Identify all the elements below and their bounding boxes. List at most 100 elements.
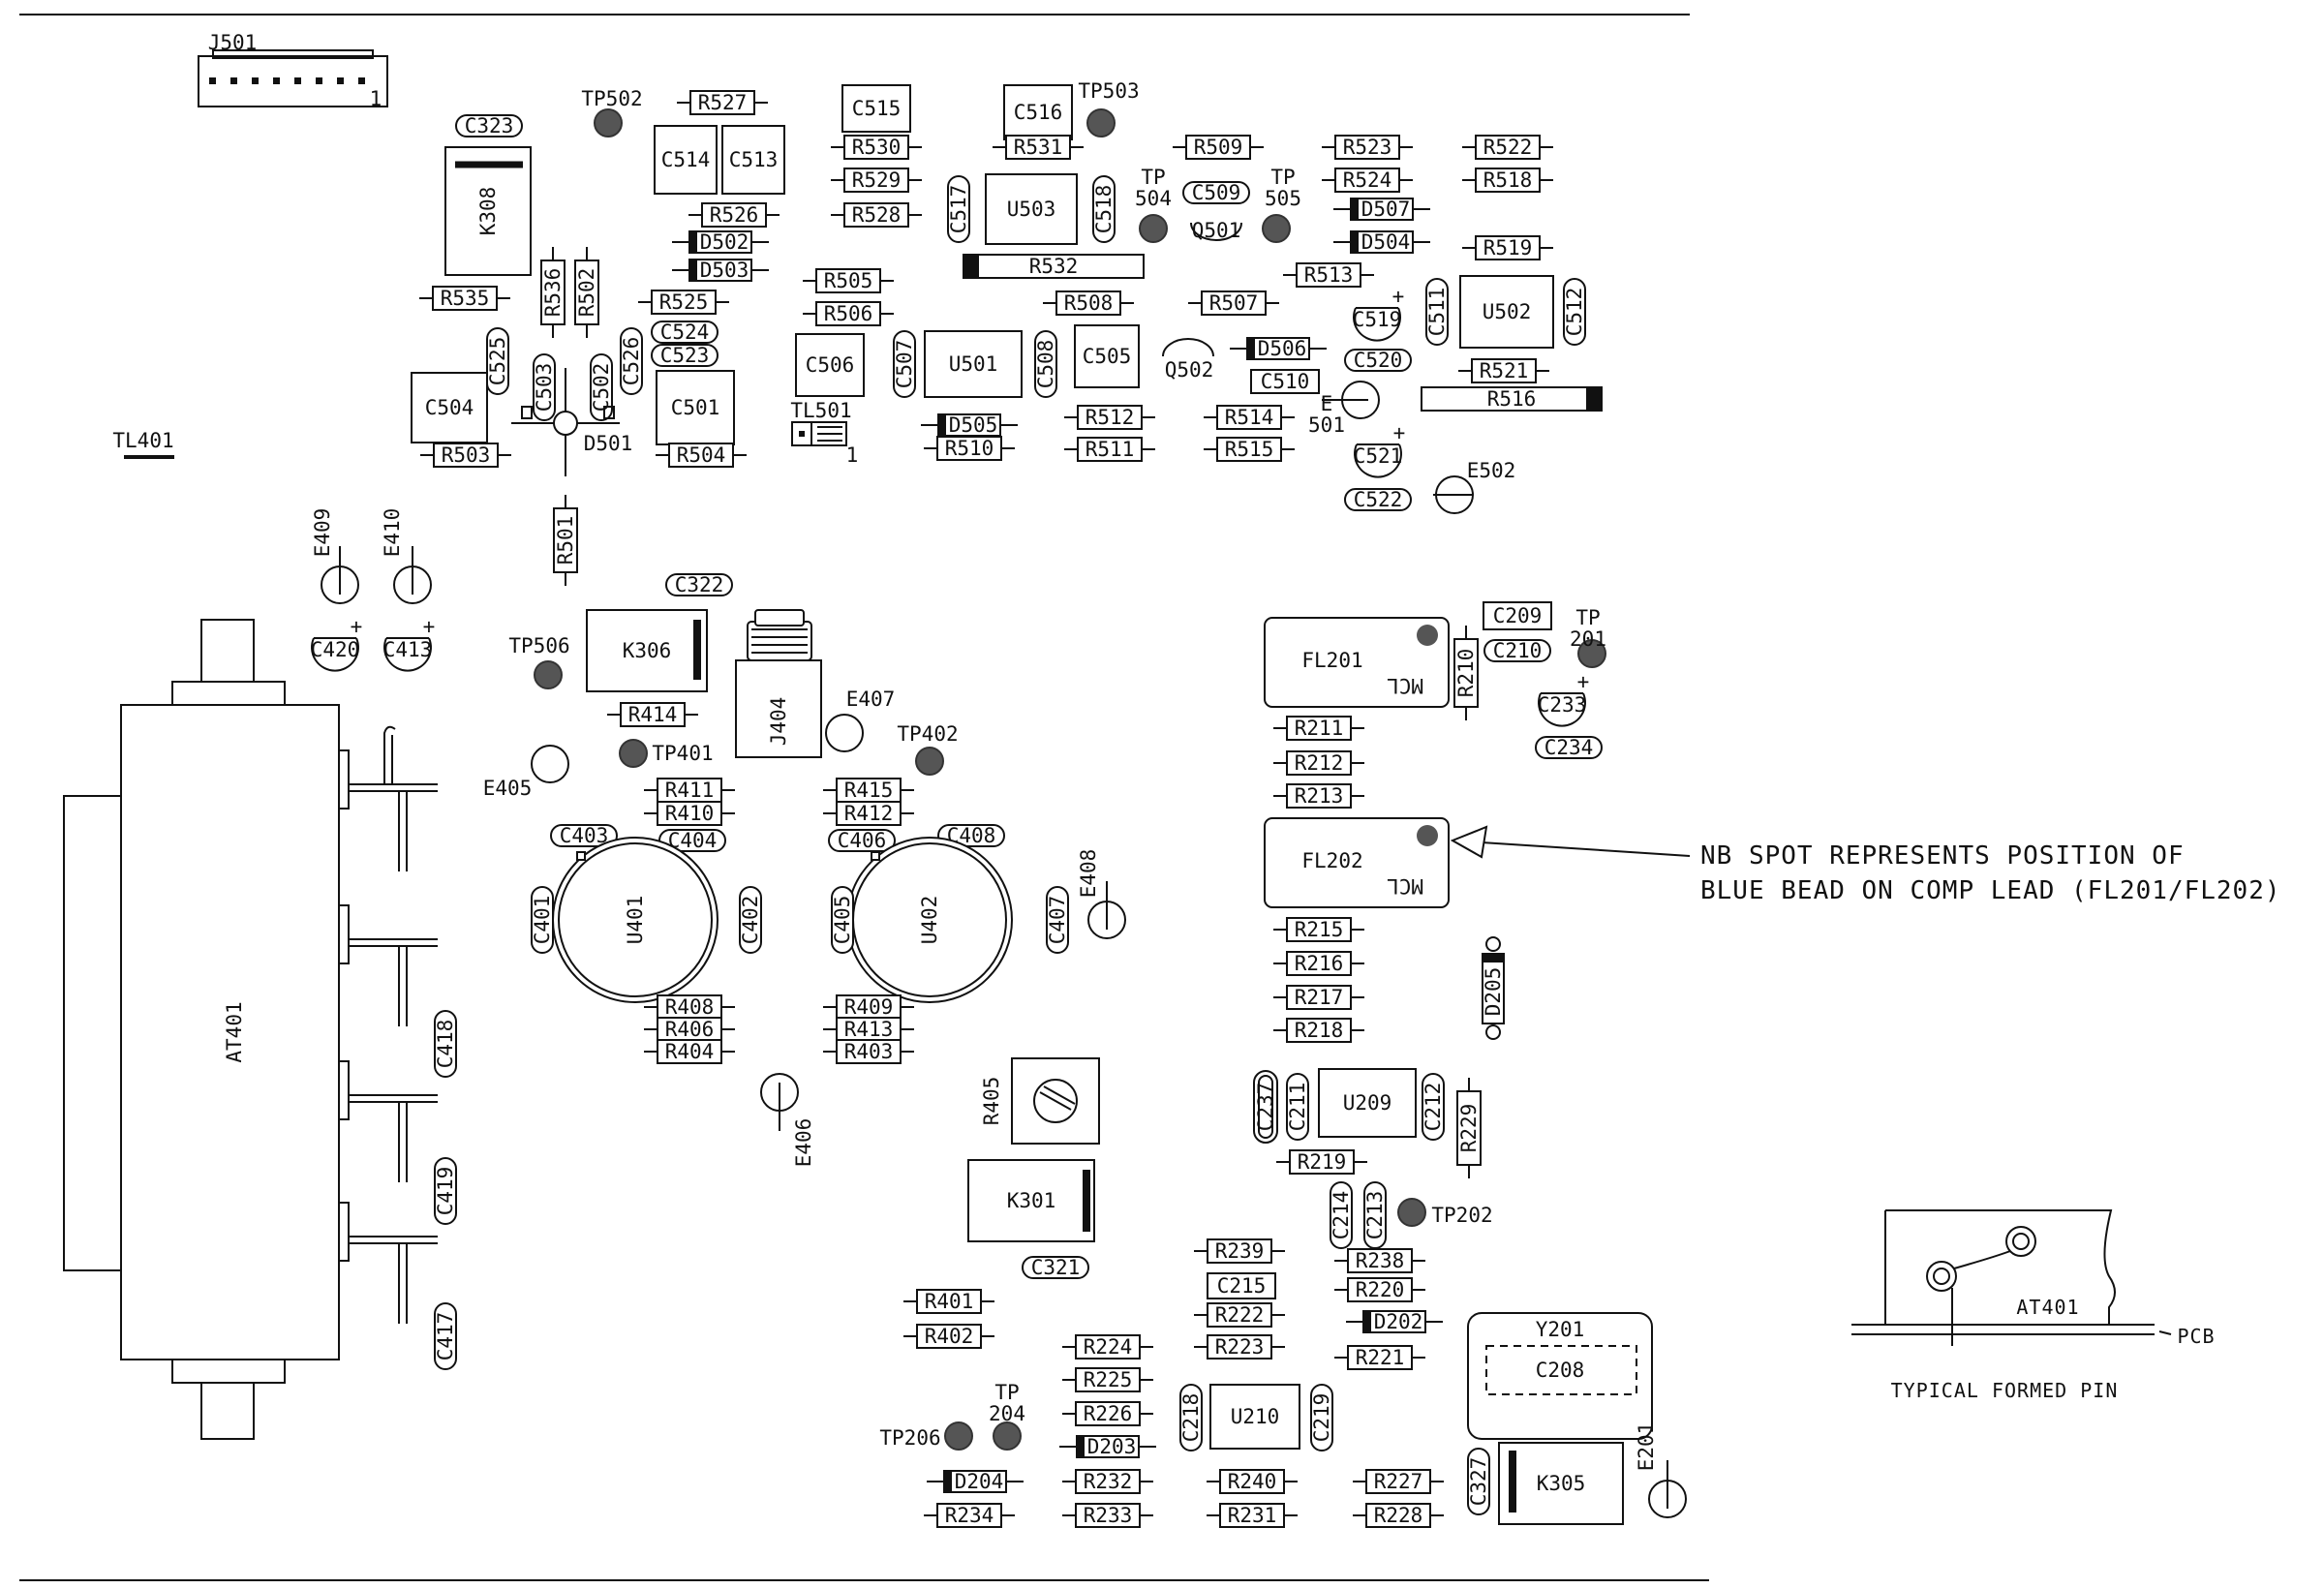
trimmer-r405: R405 (980, 1057, 1100, 1145)
test-point-tp206: TP206 (879, 1421, 973, 1451)
ic-u502: U502 (1459, 275, 1554, 349)
capacitor-c404: C404 (658, 829, 726, 852)
resistor-r532: R532 (963, 254, 1145, 279)
terminal-e407: E407 (825, 688, 895, 752)
capacitor-c506-label: C506 (806, 353, 855, 377)
relay-k305: K305 (1498, 1442, 1624, 1525)
cathode-band (944, 1471, 952, 1492)
test-point-dot (915, 747, 944, 776)
resistor-r414: R414 (607, 702, 698, 727)
tl401-label: TL401 (112, 429, 174, 459)
relay-k306-label: K306 (623, 639, 672, 662)
capacitor-label: C237 (1254, 1083, 1277, 1132)
resistor-label: R512 (1086, 406, 1135, 429)
test-point-label: TP (1141, 166, 1165, 189)
capacitor-c321: C321 (1022, 1256, 1089, 1279)
r405-label: R405 (980, 1077, 1003, 1126)
electrolytic-label: C233 (1538, 693, 1587, 717)
test-point-label: TP (1575, 606, 1600, 629)
resistor-r239: R239 (1194, 1238, 1285, 1264)
capacitor-label: C323 (465, 114, 514, 138)
resistor-r515: R515 (1204, 437, 1295, 462)
resistor-r232: R232 (1062, 1469, 1153, 1494)
diode-d205: D205 (1482, 936, 1505, 1040)
resistor-r404: R404 (644, 1039, 735, 1064)
transistor-q501: Q501 (1190, 219, 1242, 242)
capacitor-c511: C511 (1425, 278, 1449, 346)
resistor-label: R234 (945, 1504, 994, 1527)
capacitor-c517: C517 (947, 175, 970, 243)
terminal-e405: E405 (483, 745, 569, 800)
resistor-label: R238 (1356, 1249, 1405, 1272)
test-point-tp503: TP503 (1078, 79, 1140, 138)
diode-d502: D502 (672, 230, 769, 254)
plus-sign: + (1393, 421, 1406, 444)
resistor-label: R502 (575, 268, 598, 318)
capacitor-label: C210 (1493, 639, 1543, 662)
resistor-r521: R521 (1458, 358, 1549, 383)
test-point-dot (619, 739, 648, 768)
terminal-label: E408 (1077, 849, 1100, 899)
resistor-r225: R225 (1062, 1367, 1153, 1392)
capacitor-c219: C219 (1310, 1384, 1333, 1451)
terminal-e410: E410 (381, 508, 432, 604)
electrolytic-c413: +C413 (383, 615, 435, 672)
capacitor-c507: C507 (893, 330, 916, 398)
resistor-r406: R406 (644, 1017, 735, 1042)
resistor-r403: R403 (823, 1039, 914, 1064)
capacitor-c209-label: C209 (1493, 604, 1543, 627)
blue-bead-spot (1417, 825, 1438, 846)
resistor-r217: R217 (1273, 985, 1364, 1010)
resistor-label: R412 (844, 802, 894, 825)
tl501-label: TL501 (790, 399, 851, 422)
capacitor-c515-label: C515 (852, 97, 902, 120)
resistor-r229: R229 (1456, 1078, 1482, 1178)
capacitor-c502: C502 (590, 353, 613, 421)
capacitor-label: C214 (1330, 1191, 1353, 1240)
resistor-label: R403 (844, 1040, 894, 1063)
terminal-e408: E408 (1077, 849, 1126, 939)
test-point-label: TP502 (581, 87, 642, 110)
terminal-label: E406 (792, 1118, 815, 1168)
resistor-label: R411 (665, 779, 715, 802)
resistor-label: R216 (1295, 952, 1344, 975)
capacitor-c503: C503 (533, 353, 556, 421)
resistor-r224: R224 (1062, 1334, 1153, 1360)
capacitor-label: C219 (1310, 1393, 1333, 1443)
capacitor-label: C508 (1034, 340, 1057, 389)
resistor-label: R210 (1454, 649, 1478, 698)
diode-d503: D503 (672, 259, 769, 282)
blue-bead-spot (1417, 625, 1438, 646)
capacitor-c501-label: C501 (671, 396, 720, 419)
test-point-dot (1139, 214, 1168, 243)
resistor-label: R513 (1304, 263, 1354, 287)
resistor-r531: R531 (993, 135, 1084, 160)
resistor-r513: R513 (1283, 262, 1374, 288)
test-point-label: 505 (1265, 187, 1301, 210)
capacitor-c522: C522 (1344, 488, 1412, 511)
capacitor-label: C526 (620, 337, 643, 386)
resistor-r514: R514 (1204, 405, 1295, 430)
cathode-band (689, 260, 697, 281)
diode-d504: D504 (1333, 230, 1430, 254)
capacitor-c504: C504 (411, 372, 488, 443)
j501-label: J501 (208, 31, 258, 54)
capacitor-label: C502 (590, 363, 613, 413)
capacitor-label: C322 (675, 573, 724, 596)
resistor-label: R535 (441, 287, 490, 310)
resistor-r401: R401 (903, 1289, 994, 1314)
resistor-r402: R402 (903, 1324, 994, 1349)
capacitor-c234: C234 (1535, 736, 1603, 759)
resistor-label: R514 (1225, 406, 1274, 429)
diode-d202: D202 (1346, 1310, 1443, 1333)
resistor-label: R525 (659, 290, 709, 314)
resistor-r524: R524 (1322, 168, 1413, 193)
capacitor-c407: C407 (1046, 886, 1069, 954)
capacitor-label: C406 (838, 829, 887, 852)
resistor-label: R515 (1225, 438, 1274, 461)
resistor-r215: R215 (1273, 917, 1364, 942)
capacitor-c401: C401 (531, 886, 554, 954)
